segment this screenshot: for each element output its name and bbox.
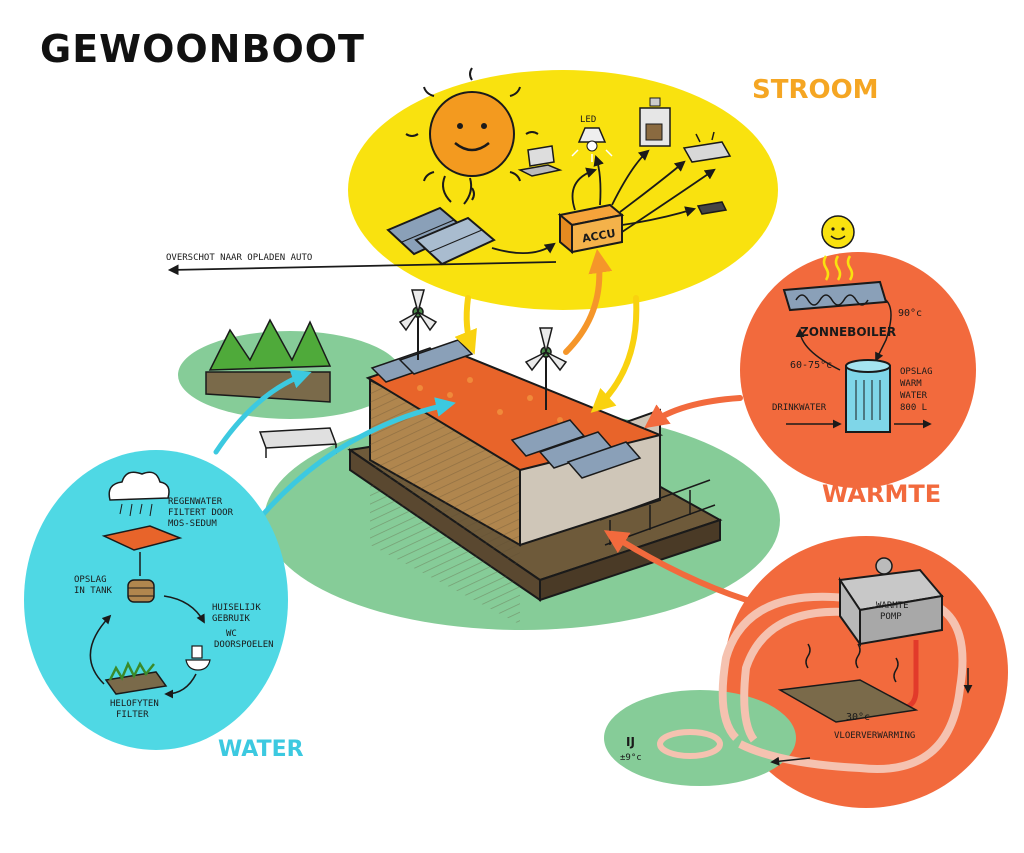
boiler-label: ZONNEBOILER	[800, 325, 896, 339]
rain-label-1: REGENWATER	[168, 497, 223, 507]
accu-label: ACCU	[581, 227, 616, 246]
page-title: GEWOONBOOT	[40, 27, 365, 71]
wc-label-1: WC	[226, 629, 237, 639]
tank-barrel-icon	[127, 552, 155, 603]
led-label: LED	[580, 115, 596, 125]
floor-heating-icon	[777, 679, 919, 723]
heatpump-label-1: WARMTE	[876, 601, 909, 611]
lake-label-1: IJ	[626, 735, 635, 749]
water-section: REGENWATER FILTERT DOOR MOS-SEDUM OPSLAG…	[24, 450, 288, 750]
accu-battery-icon	[557, 203, 625, 255]
use-label-2: GEBRUIK	[212, 614, 251, 624]
power-lines	[491, 149, 716, 255]
tank-label-1: OPSLAG	[74, 575, 107, 585]
flow-arrows	[213, 248, 763, 607]
jetty	[258, 427, 338, 458]
sun-icon	[405, 67, 539, 205]
lake-label-2: ±9°c	[620, 753, 642, 763]
heat-waves-icon	[805, 643, 899, 683]
wind-turbine-icon	[524, 327, 568, 410]
drinking-water-label: DRINKWATER	[772, 403, 827, 413]
audio-device-icon	[682, 131, 732, 163]
warmte-pump-section: IJ ±9°c WARMTE POMP 30°c VLOERVERWARMING	[604, 536, 1008, 808]
storage-label-3: WATER	[900, 391, 928, 401]
modem-icon	[696, 201, 728, 215]
temp-30: 30°c	[846, 712, 870, 723]
stroom-blob	[348, 70, 778, 310]
cloud-icon	[108, 471, 170, 517]
filter-label-1: HELOFYTEN	[110, 699, 159, 709]
led-bulb-icon	[571, 127, 613, 162]
laptop-icon	[517, 145, 563, 177]
stroom-heading: STROOM	[752, 75, 879, 105]
stroom-section: STROOM	[166, 67, 879, 310]
heat-waves-icon	[822, 255, 854, 281]
warmte-boiler-section: ZONNEBOILER 90°c 60-75°c OPSLAG WARM WAT…	[740, 215, 976, 488]
floor-heating-label: VLOERVERWARMING	[834, 731, 915, 741]
storage-label-4: 800 L	[900, 403, 927, 413]
use-label-1: HUISELIJK	[212, 603, 261, 613]
coffee-machine-icon	[639, 97, 671, 147]
heatpump-label-2: POMP	[880, 612, 902, 622]
rain-label-2: FILTERT DOOR	[168, 508, 234, 518]
water-blob	[24, 450, 288, 750]
sedum-roof-icon	[101, 525, 183, 551]
overflow-label: OVERSCHOT NAAR OPLADEN AUTO	[166, 253, 312, 263]
wc-label-2: DOORSPOELEN	[214, 640, 274, 650]
wind-turbine-icon	[398, 289, 438, 360]
overflow-arrow	[167, 261, 557, 276]
temp-60-75: 60-75°c	[790, 360, 832, 371]
rain-label-3: MOS-SEDUM	[168, 519, 217, 529]
solar-collector-icon	[782, 280, 888, 312]
temp-90: 90°c	[898, 308, 922, 319]
filter-label-2: FILTER	[116, 710, 149, 720]
water-heading: WATER	[218, 737, 304, 762]
storage-label-1: OPSLAG	[900, 367, 933, 377]
small-sun-icon	[821, 215, 855, 249]
helophyte-filter-icon	[104, 661, 168, 695]
solar-panels-icon	[386, 206, 496, 266]
storage-label-2: WARM	[900, 379, 922, 389]
tank-label-2: IN TANK	[74, 586, 113, 596]
houseboat	[347, 289, 723, 625]
heat-pump-icon	[838, 557, 944, 648]
toilet-icon	[185, 645, 211, 671]
reed-filter-island	[205, 318, 332, 403]
storage-tank-icon	[845, 359, 891, 433]
warmte-heading: WARMTE	[822, 480, 941, 508]
